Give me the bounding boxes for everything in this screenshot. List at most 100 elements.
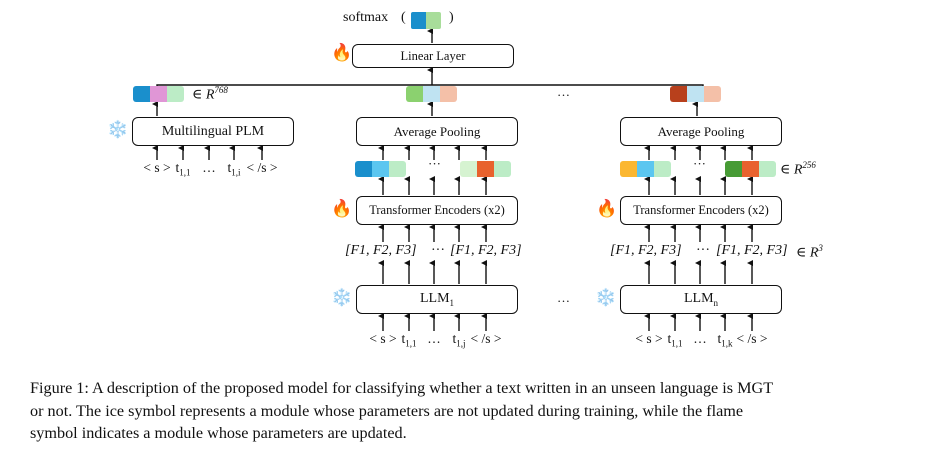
token-vector-ellipsis: ··· (428, 156, 441, 171)
token-cell (742, 161, 759, 177)
token-cell (389, 161, 406, 177)
snowflake-icon: ❄️ (595, 288, 617, 308)
branch1-features-first: [F1, F2, F3] (345, 243, 417, 258)
branchn-token-vector-last (725, 161, 776, 177)
pooled-cell-1 (423, 86, 440, 102)
caption-line: symbol indicates a module whose paramete… (30, 424, 407, 442)
token-text: t (227, 160, 232, 175)
token-text: t (717, 331, 722, 346)
pooled-cell-0 (406, 86, 423, 102)
dim-symbol: ∈ R (796, 245, 819, 261)
token-text: t (452, 331, 457, 346)
flame-icon: 🔥 (331, 43, 353, 63)
flame-icon: 🔥 (331, 199, 353, 219)
token-text: t (175, 160, 180, 175)
token-cell (725, 161, 742, 177)
token-vector-ellipsis: ··· (693, 156, 706, 171)
branch1-features-last: [F1, F2, F3] (450, 243, 522, 258)
token-cell (372, 161, 389, 177)
input-token: t1,j (443, 331, 475, 349)
branchn-features-last: [F1, F2, F3] (716, 243, 788, 258)
branch1-token-vector-last (460, 161, 511, 177)
caption-line: or not. The ice symbol represents a modu… (30, 401, 744, 420)
token-cell (494, 161, 511, 177)
branchn-token-vector-first (620, 161, 671, 177)
linear-layer-box: Linear Layer (352, 44, 514, 68)
pooled-cell-2 (440, 86, 457, 102)
softmax-close-paren: ) (449, 10, 454, 25)
branchn-features-first: [F1, F2, F3] (610, 243, 682, 258)
plm-output-vector (133, 86, 184, 102)
multilingual-plm-label: Multilingual PLM (161, 123, 265, 139)
features-ellipsis: ··· (696, 243, 710, 258)
token-cell (654, 161, 671, 177)
linear-layer-label: Linear Layer (400, 48, 466, 63)
token-cell (637, 161, 654, 177)
branch1-pooled-vector (406, 86, 457, 102)
branchn-llm-box: LLMn (620, 285, 782, 314)
llm-index: n (713, 297, 719, 308)
input-token: < /s > (470, 331, 502, 347)
pooled-cell-0 (670, 86, 687, 102)
snowflake-icon: ❄️ (331, 288, 353, 308)
input-token: < s > (141, 160, 173, 176)
input-token: … (193, 160, 225, 176)
flame-icon: 🔥 (596, 199, 618, 219)
token-text: … (202, 160, 216, 175)
plm-vector-cell-1 (150, 86, 167, 102)
token-subscript: 1,j (456, 338, 466, 349)
feature-dimension-label: ∈ R3 (796, 243, 823, 262)
token-cell (759, 161, 776, 177)
branchn-average-pooling-box: Average Pooling (620, 117, 782, 146)
token-subscript: 1,i (231, 167, 241, 178)
llm-label: LLMn (684, 291, 718, 308)
figure-caption: Figure 1: A description of the proposed … (30, 377, 920, 445)
token-cell (477, 161, 494, 177)
input-token: t1,1 (167, 160, 199, 178)
softmax-output-vector (411, 12, 441, 29)
llm-index: 1 (449, 297, 455, 308)
token-text: < /s > (736, 331, 768, 346)
input-token: … (684, 331, 716, 347)
token-text: < /s > (470, 331, 502, 346)
dim-exponent: 3 (818, 243, 823, 253)
token-text: < s > (635, 331, 663, 346)
multilingual-plm-box: Multilingual PLM (132, 117, 294, 146)
caption-line: Figure 1: A description of the proposed … (30, 379, 774, 397)
dim-symbol: ∈ R (780, 162, 803, 178)
softmax-open-paren: ( (401, 10, 406, 25)
branchn-transformer-encoders-box: Transformer Encoders (x2) (620, 196, 782, 225)
token-cell (355, 161, 372, 177)
dim-symbol: ∈ R (192, 87, 215, 103)
token-text: < /s > (246, 160, 278, 175)
token-cell (460, 161, 477, 177)
token-text: t (667, 331, 672, 346)
token-text: < s > (143, 160, 171, 175)
softmax-cell-0 (411, 12, 426, 29)
features-ellipsis: ··· (431, 243, 445, 258)
input-token: t1,k (709, 331, 741, 349)
input-token: < /s > (736, 331, 768, 347)
branch1-token-vector-first (355, 161, 406, 177)
token-text: … (427, 331, 441, 346)
snowflake-icon: ❄️ (107, 120, 129, 140)
dim-exponent: 256 (802, 160, 816, 170)
branchn-pooled-vector (670, 86, 721, 102)
input-token: t1,1 (393, 331, 425, 349)
token-subscript: 1,k (721, 338, 733, 349)
softmax-cell-1 (426, 12, 441, 29)
branch1-llm-box: LLM1 (356, 285, 518, 314)
token-subscript: 1,1 (405, 338, 417, 349)
average-pooling-label: Average Pooling (393, 123, 481, 139)
branch1-transformer-encoders-box: Transformer Encoders (x2) (356, 196, 518, 225)
llm-name: LLM (419, 291, 450, 307)
token-text: t (401, 331, 406, 346)
token-text: < s > (369, 331, 397, 346)
pooled-cell-2 (704, 86, 721, 102)
token-subscript: 1,1 (671, 338, 683, 349)
plm-dimension-label: ∈ R768 (192, 85, 228, 104)
plm-vector-cell-0 (133, 86, 150, 102)
branch-ellipsis: … (557, 84, 570, 99)
llm-ellipsis: … (557, 290, 570, 305)
token-subscript: 1,1 (179, 167, 191, 178)
